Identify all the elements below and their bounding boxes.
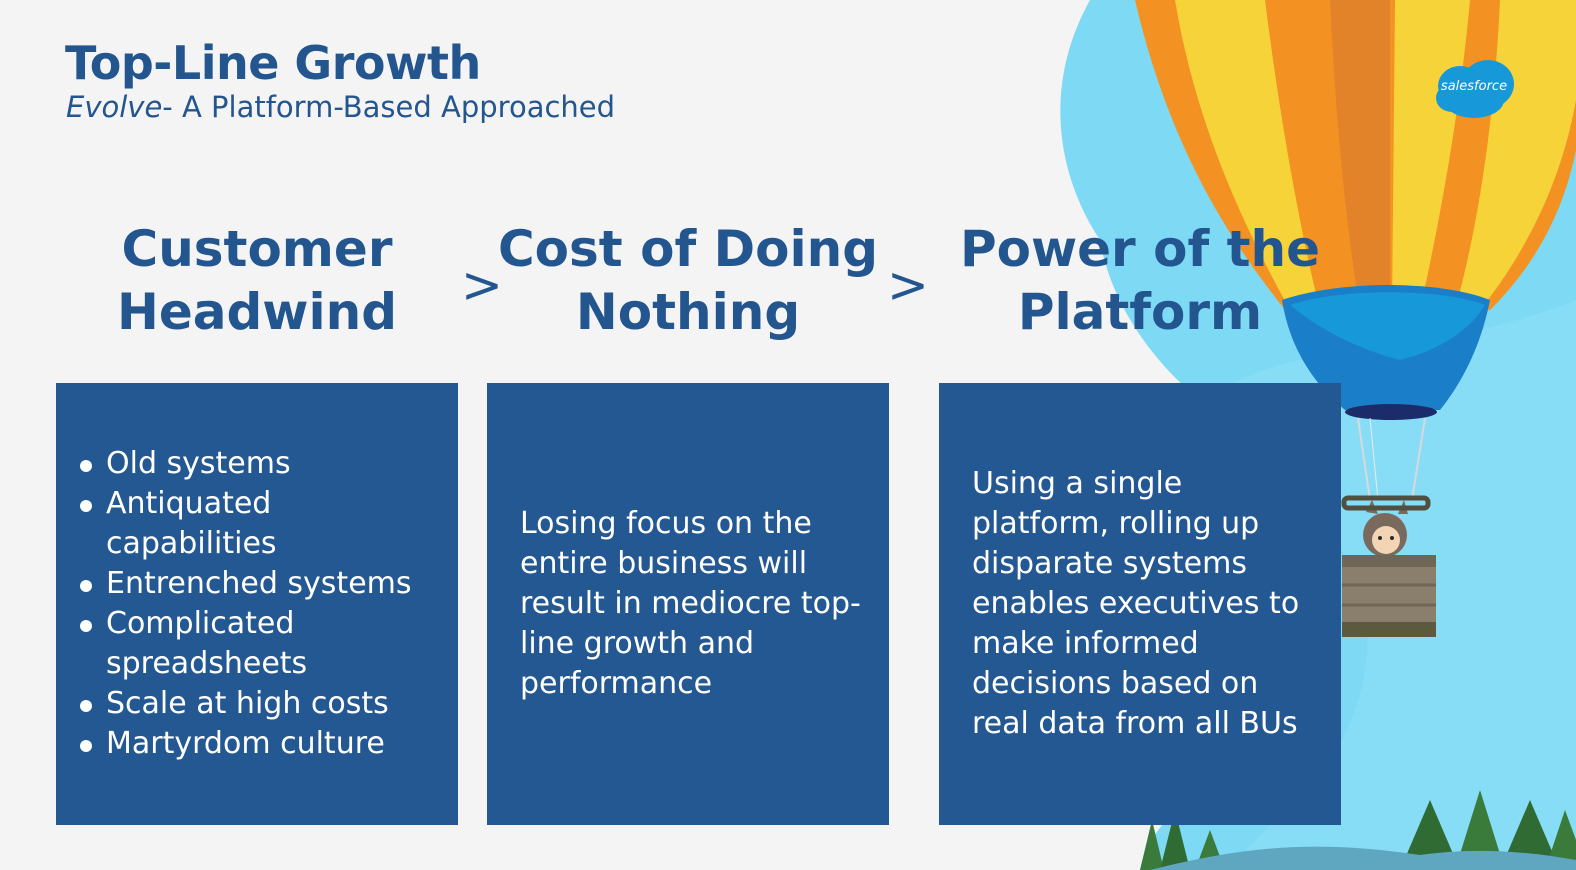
subtitle-italic: Evolve [66, 90, 163, 124]
salesforce-logo[interactable]: salesforce [1430, 58, 1518, 122]
list-item: Martyrdom culture [80, 724, 436, 764]
list-item: Antiquated capabilities [80, 484, 436, 564]
page-title: Top-Line Growth [65, 36, 481, 90]
chevron-right-icon: > [887, 256, 929, 314]
card-customer-headwind: Old systems Antiquated capabilities Entr… [56, 383, 458, 825]
heading-line: Headwind [116, 283, 397, 341]
card-body: Losing focus on the entire business will… [520, 506, 861, 701]
page-subtitle: Evolve- A Platform-Based Approached [66, 90, 615, 124]
card-body: Using a single platform, rolling up disp… [972, 466, 1300, 741]
subtitle-rest: - A Platform-Based Approached [162, 90, 616, 124]
card-power-of-the-platform: Using a single platform, rolling up disp… [939, 383, 1341, 825]
balloon-basket [1341, 495, 1436, 637]
list-item: Entrenched systems [80, 564, 436, 604]
card-cost-of-doing-nothing: Losing focus on the entire business will… [487, 383, 889, 825]
heading-line: Platform [1017, 283, 1263, 341]
heading-customer-headwind: Customer Headwind [56, 218, 458, 344]
heading-line: Nothing [575, 283, 801, 341]
heading-power-of-the-platform: Power of the Platform [939, 218, 1341, 344]
heading-line: Cost of Doing [497, 220, 878, 278]
logo-text: salesforce [1440, 79, 1508, 94]
heading-cost-of-doing-nothing: Cost of Doing Nothing [487, 218, 889, 344]
heading-line: Customer [121, 220, 393, 278]
chevron-right-icon: > [461, 256, 503, 314]
bullet-list: Old systems Antiquated capabilities Entr… [80, 444, 436, 764]
list-item: Scale at high costs [80, 684, 436, 724]
list-item: Complicated spreadsheets [80, 604, 436, 684]
heading-line: Power of the [959, 220, 1321, 278]
salesforce-logo-icon [1436, 60, 1514, 118]
list-item: Old systems [80, 444, 436, 484]
